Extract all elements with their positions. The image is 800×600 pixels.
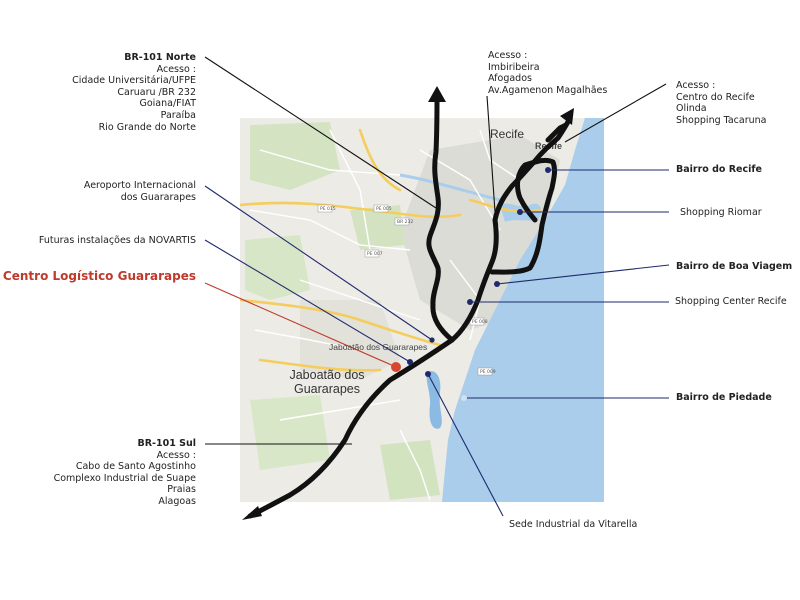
main-routes bbox=[247, 95, 573, 519]
acesso-right-line: Centro do Recife bbox=[676, 91, 755, 103]
acesso-right-line: Shopping Tacaruna bbox=[676, 114, 767, 126]
annotation-shopping-center-recife: Shopping Center Recife bbox=[675, 296, 787, 307]
br101-norte-line: Rio Grande do Norte bbox=[98, 121, 196, 133]
br101-sul-line: Acesso : bbox=[156, 449, 196, 461]
leader-novartis bbox=[204, 239, 411, 363]
marker-shopping-riomar bbox=[517, 209, 523, 215]
marker-piedade bbox=[461, 395, 467, 401]
leader-br101-norte bbox=[204, 56, 437, 209]
br101-norte-line: Acesso : bbox=[156, 63, 196, 75]
leader-acesso-right bbox=[564, 83, 667, 143]
br101-sul-line: Praias bbox=[167, 484, 196, 496]
acesso-center-line: Av.Agamenon Magalhães bbox=[488, 84, 608, 96]
aeroporto-line: dos Guararapes bbox=[120, 191, 196, 203]
river bbox=[399, 173, 501, 202]
annotation-acesso-center: Acesso : Imbiribeira Afogados Av.Agameno… bbox=[488, 50, 607, 96]
acesso-center-line: Imbiribeira bbox=[488, 61, 540, 73]
leader-centro-logistico bbox=[204, 282, 397, 368]
acesso-right-line: Olinda bbox=[676, 103, 707, 115]
br101-norte-line: Paraíba bbox=[160, 109, 196, 121]
park-area-4 bbox=[250, 395, 330, 470]
route-br101-sul bbox=[247, 337, 455, 519]
road-badges: PE 015 PE 005 BR 232 PE 007 PE 008 PE 00… bbox=[317, 204, 496, 376]
marker-shopping-center-recife bbox=[467, 299, 473, 305]
annotation-bairro-piedade: Bairro de Piedade bbox=[676, 392, 772, 403]
annotation-bairro-recife: Bairro do Recife bbox=[676, 164, 762, 175]
aeroporto-line: Aeroporto Internacional bbox=[83, 180, 196, 191]
road-badge-6: PE 009 bbox=[480, 369, 496, 375]
acesso-center-line: Afogados bbox=[488, 73, 532, 85]
route-boa-viagem-loop bbox=[489, 157, 558, 275]
markers bbox=[391, 167, 551, 401]
br101-sul-line: Alagoas bbox=[158, 495, 196, 507]
acesso-right-line: Acesso : bbox=[676, 80, 716, 91]
br101-sul-line: Cabo de Santo Agostinho bbox=[75, 461, 196, 473]
route-north-tip bbox=[545, 122, 569, 143]
br101-norte-line: Goiana/FIAT bbox=[139, 98, 196, 110]
map-label-jaboatao-big: Jaboatão dos Guararapes bbox=[289, 368, 365, 396]
road-badge-5: PE 008 bbox=[472, 319, 488, 325]
marker-centro-logistico bbox=[391, 362, 401, 372]
leader-boa-viagem bbox=[496, 264, 670, 285]
arrowhead-south bbox=[242, 506, 262, 520]
arrowhead-north bbox=[428, 86, 446, 102]
map-label-recife: Recife bbox=[490, 127, 524, 141]
leader-aeroporto bbox=[204, 185, 433, 341]
road-badge-3: BR 232 bbox=[397, 219, 413, 225]
road-badge-2: PE 005 bbox=[376, 206, 392, 212]
annotation-bairro-boa-viagem: Bairro de Boa Viagem bbox=[676, 261, 793, 272]
annotation-centro-logistico: Centro Logístico Guararapes bbox=[2, 269, 196, 283]
leader-lines bbox=[204, 56, 670, 517]
annotation-br101-norte: BR-101 Norte Acesso : Cidade Universitár… bbox=[72, 52, 196, 133]
acesso-center-line: Acesso : bbox=[488, 50, 528, 61]
annotation-aeroporto: Aeroporto Internacional dos Guararapes bbox=[84, 180, 196, 203]
annotation-vitarella: Sede Industrial da Vitarella bbox=[509, 519, 638, 530]
park-area-1 bbox=[250, 122, 340, 190]
br101-norte-title: BR-101 Norte bbox=[124, 52, 196, 63]
highways bbox=[240, 128, 542, 372]
marker-novartis bbox=[407, 359, 413, 365]
route-recife-center bbox=[449, 115, 573, 343]
sea bbox=[442, 118, 604, 502]
marker-bairro-recife bbox=[545, 167, 551, 173]
marker-boa-viagem bbox=[494, 281, 500, 287]
br101-sul-title: BR-101 Sul bbox=[137, 438, 197, 449]
map-label-jaboatao-small: Jaboatão dos Guararapes bbox=[329, 342, 428, 352]
br101-norte-line: Caruaru /BR 232 bbox=[117, 86, 196, 98]
minor-roads bbox=[249, 129, 521, 501]
br101-norte-line: Cidade Universitária/UFPE bbox=[72, 75, 196, 87]
annotation-acesso-right: Acesso : Centro do Recife Olinda Shoppin… bbox=[676, 80, 767, 126]
leader-acesso-center bbox=[486, 95, 496, 213]
lagoon bbox=[426, 371, 442, 429]
arrowhead-recife bbox=[560, 108, 574, 125]
leader-vitarella bbox=[427, 373, 504, 517]
marker-aeroporto bbox=[429, 337, 435, 343]
road-badge-4: PE 007 bbox=[367, 251, 383, 257]
route-br101-norte bbox=[426, 95, 455, 343]
urban-area-jaboatao bbox=[300, 300, 400, 380]
park-area-2 bbox=[245, 235, 310, 300]
br101-sul-line: Complexo Industrial de Suape bbox=[53, 472, 196, 484]
marker-vitarella bbox=[425, 371, 431, 377]
annotation-shopping-riomar: Shopping Riomar bbox=[680, 207, 762, 218]
annotation-br101-sul: BR-101 Sul Acesso : Cabo de Santo Agosti… bbox=[54, 438, 196, 508]
road-badge-1: PE 015 bbox=[320, 206, 336, 212]
annotation-novartis: Futuras instalações da NOVARTIS bbox=[38, 235, 196, 246]
